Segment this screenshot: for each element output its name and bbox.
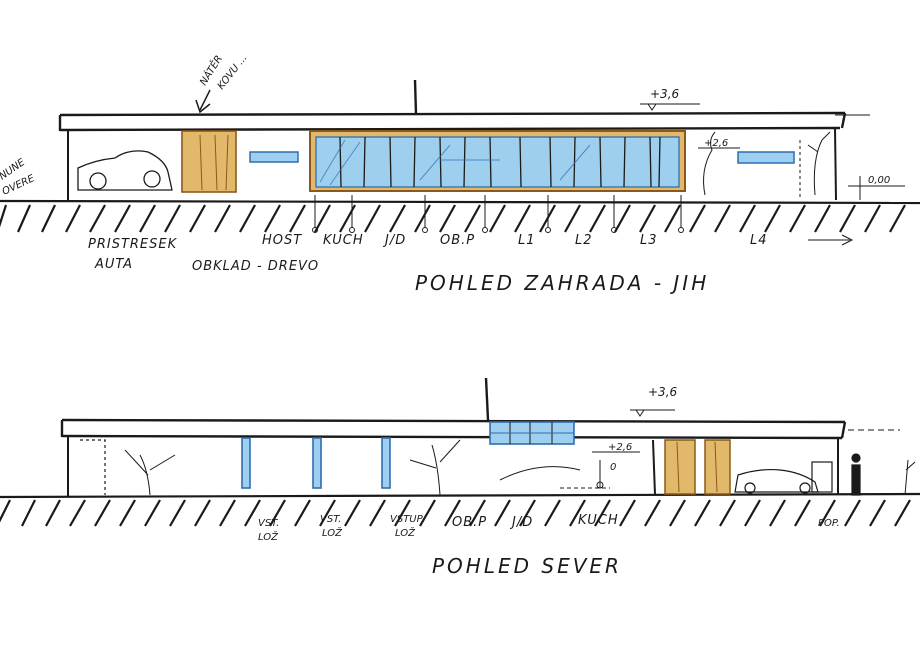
- label-ob-p: OB.P: [440, 233, 475, 248]
- title-upper: POHLED ZAHRADA - JIH: [415, 271, 709, 295]
- slot-window-1: [241, 437, 251, 489]
- label-kitchen-lower: KUCH: [578, 513, 619, 528]
- level-markers-upper: [640, 103, 905, 200]
- label-l4: L4: [750, 233, 768, 248]
- small-window-left: [249, 151, 299, 163]
- height-mark-upper: +3,6: [650, 87, 680, 101]
- section-markers-upper: [312, 195, 854, 246]
- label-carport-line1: PRISTRESEK: [88, 237, 178, 252]
- label-entry-3-line2: LOŽ: [395, 526, 416, 539]
- label-carport-line2: AUTA: [94, 257, 133, 272]
- interior-mark-upper: +2,6: [704, 138, 728, 149]
- label-kitchen: KUCH: [323, 233, 364, 248]
- main-glazing-strip: [309, 130, 686, 192]
- label-host: HOST: [262, 233, 302, 248]
- label-living: J/D: [382, 233, 406, 248]
- walls-upper: [67, 127, 837, 201]
- car-sketch: [77, 150, 173, 191]
- label-entry-3: VSTUP LOŽ: [390, 514, 424, 539]
- ground-hatching-lower: [0, 492, 920, 527]
- height-mark-lower: +3,6: [648, 385, 678, 399]
- ground-mark-lower: 0: [610, 462, 616, 473]
- label-entry-2-line1: VST.: [320, 514, 341, 525]
- slot-window-2: [312, 437, 322, 489]
- label-entry-3-line1: VSTUP: [390, 514, 424, 525]
- wood-cladding-lower: [664, 439, 731, 495]
- car-and-person-lower: [734, 453, 861, 496]
- roof-slab-lower: [60, 377, 900, 440]
- elevation-garden-south: NÁTĚR KOVU ... NUNE OVERE +3,6 +2,6 0,00…: [0, 53, 920, 295]
- title-lower: POHLED SEVER: [432, 554, 622, 578]
- label-l1: L1: [518, 233, 536, 248]
- ground-mark-upper: 0,00: [868, 175, 890, 186]
- tree-sketches-lower: [124, 439, 916, 496]
- wood-cladding-panel: [181, 130, 237, 193]
- walls-lower: [67, 437, 839, 497]
- interior-mark-lower: +2,6: [608, 442, 632, 453]
- roof-slab-upper: [58, 79, 870, 132]
- label-entry-2: VST. LOŽ: [320, 514, 343, 539]
- small-window-right: [737, 151, 795, 164]
- label-entry-1-line1: VST.: [258, 518, 279, 529]
- label-entry-1-line2: LOŽ: [258, 530, 279, 543]
- ground-hatching-upper: [0, 199, 920, 233]
- slot-window-3: [381, 437, 391, 489]
- label-entry-2-line2: LOŽ: [322, 526, 343, 539]
- tree-sketches-upper: [703, 131, 831, 196]
- label-entry-1: VST. LOŽ: [258, 518, 279, 543]
- label-cladding: OBKLAD - DREVO: [192, 259, 319, 274]
- label-ob-p-lower: OB.P: [452, 515, 487, 530]
- label-l2: L2: [575, 233, 593, 248]
- section-markers-lower: [560, 409, 675, 489]
- elevation-north: +3,6 +2,6 0 VST. LOŽ VST. LOŽ VSTUP LOŽ …: [0, 377, 920, 578]
- label-l3: L3: [640, 233, 658, 248]
- label-pop: POP.: [818, 518, 840, 529]
- clerestory-window: [489, 421, 575, 445]
- label-living-lower: J/D: [509, 515, 533, 530]
- roof-note-arrow: [195, 89, 211, 114]
